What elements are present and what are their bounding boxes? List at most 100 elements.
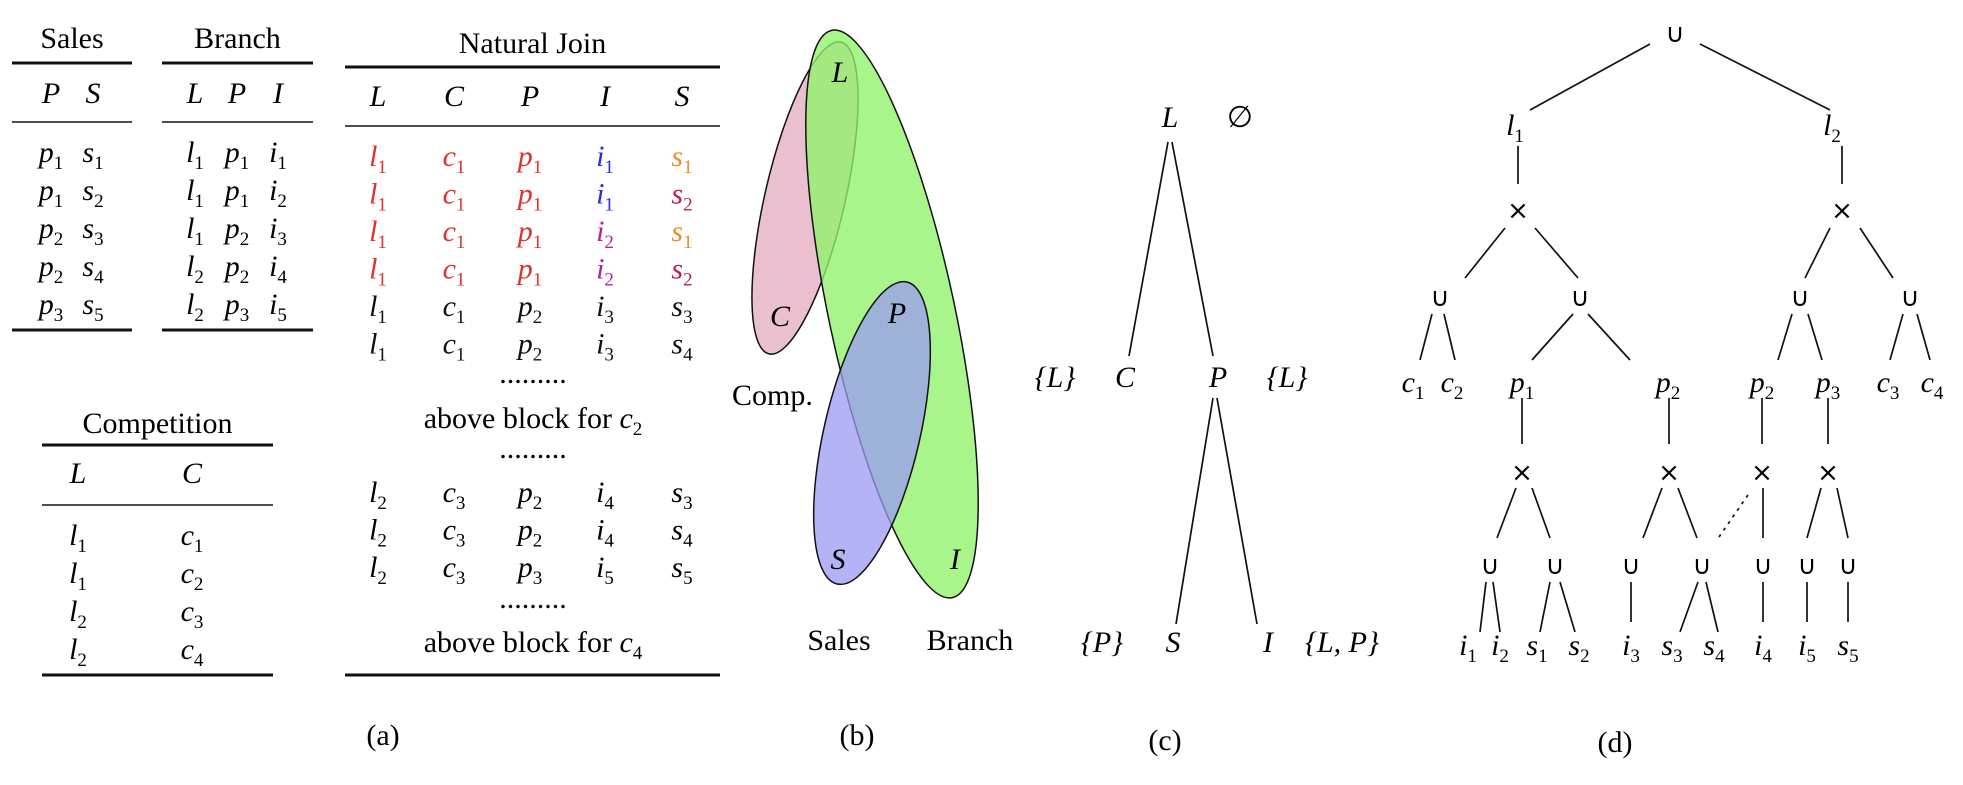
branch-table-cell: l1 (186, 212, 204, 250)
natural-join-cell: l2 (369, 476, 387, 514)
union-i-p1: ∪ (1480, 551, 1499, 581)
sales-table-cell: s5 (82, 288, 103, 326)
leaf-i2: i2 (1491, 629, 1509, 667)
factorisation-edge (1859, 227, 1894, 279)
node-p2: p2 (1654, 366, 1681, 404)
union-i-p2: ∪ (1621, 551, 1640, 581)
node-p2: p2 (1748, 366, 1775, 404)
factorisation-edge (1443, 313, 1456, 361)
competition-table-cell: c4 (181, 633, 204, 671)
tree-root: L (1161, 101, 1179, 134)
natural-join-col-I: I (599, 80, 612, 113)
natural-join-cell: i2 (596, 253, 614, 291)
natural-join-cell: c3 (443, 551, 466, 589)
factorisation-edge (1479, 581, 1487, 633)
branch-table-cell: i3 (269, 212, 287, 250)
natural-join-cell: s1 (671, 140, 692, 178)
natural-join-cell: s4 (671, 514, 693, 552)
natural-join-cell: i2 (596, 215, 614, 253)
factorisation-edge (1531, 487, 1551, 539)
sales-table-title: Sales (40, 22, 103, 55)
branch-table-col-L: L (186, 77, 204, 110)
natural-join-cell: l1 (369, 290, 387, 328)
natural-join-cell: l1 (369, 328, 387, 366)
union-root: ∪ (1665, 19, 1684, 49)
caption-b: (b) (840, 719, 875, 752)
natural-join-cell: p2 (516, 328, 543, 366)
variable-order-tree: L∅C{L}P{L}S{P}I{L, P} (1035, 101, 1379, 659)
factorisation-edge (1699, 43, 1831, 111)
natural-join-cell: c1 (443, 328, 466, 366)
ellipsis-dots: ......... (499, 357, 567, 390)
hypergraph-node-I: I (949, 543, 962, 576)
factorisation-edge (1677, 487, 1698, 539)
sales-table-cell: s3 (82, 212, 103, 250)
factorisation-edge (1492, 581, 1501, 633)
factorisation-edge (1804, 227, 1831, 279)
tree-node-p: P (1208, 361, 1227, 394)
product-l1: × (1507, 196, 1529, 226)
factorisation-edge (1559, 581, 1576, 633)
product-p2: × (1658, 458, 1680, 488)
natural-join-cell: i1 (596, 140, 614, 178)
branch-label: Branch (927, 624, 1014, 657)
natural-join-col-S: S (675, 80, 690, 113)
factorisation-edge (1529, 43, 1651, 111)
hypergraph-node-L: L (831, 56, 849, 89)
hypergraph-node-C: C (770, 300, 791, 333)
factorisation-edge (1836, 487, 1849, 539)
natural-join-cell: i3 (596, 290, 614, 328)
competition-table-cell: l2 (69, 595, 87, 633)
block-note-c2: above block for c2 (424, 402, 643, 440)
natural-join-cell: p1 (516, 140, 543, 178)
branch-table-title: Branch (194, 22, 281, 55)
factorisation-edge (1539, 581, 1551, 633)
natural-join-cell: c3 (443, 476, 466, 514)
factorisation-edge (1642, 487, 1663, 539)
sales-table-col-P: P (41, 77, 60, 110)
branch-table-cell: p1 (223, 174, 250, 212)
branch-table-cell: i1 (269, 136, 287, 174)
caption-b: (b) (840, 719, 875, 752)
natural-join-cell: i5 (596, 551, 614, 589)
natural-join-cell: p1 (516, 215, 543, 253)
node-l2: l2 (1823, 109, 1841, 147)
factorisation-edge (1496, 487, 1517, 539)
dotted-edge (1718, 491, 1751, 538)
union-c-l1: ∪ (1430, 283, 1449, 313)
sales-hyperedge (812, 280, 932, 586)
tree-node-c-set: {L} (1035, 361, 1076, 394)
tree-node-i: I (1262, 626, 1275, 659)
leaf-s2: s2 (1568, 629, 1589, 667)
branch-table-cell: p2 (223, 212, 250, 250)
union-p-l2: ∪ (1790, 283, 1809, 313)
node-l1: l1 (1506, 109, 1524, 147)
competition-table-cell: l2 (69, 633, 87, 671)
natural-join-cell: s1 (671, 215, 692, 253)
tree-edge (1216, 397, 1258, 625)
competition-table-cell: l1 (69, 519, 87, 557)
leaf-c3: c3 (1877, 366, 1900, 404)
tree-edge (1128, 141, 1169, 357)
branch-table-cell: l1 (186, 136, 204, 174)
branch-table-cell: i2 (269, 174, 287, 212)
natural-join-col-C: C (444, 80, 465, 113)
leaf-i5: i5 (1798, 629, 1816, 667)
union-s-p1: ∪ (1545, 551, 1564, 581)
factorisation-edge (1531, 313, 1574, 361)
tree-node-s-set: {P} (1081, 626, 1123, 659)
factorisation-edge (1464, 227, 1506, 279)
factorisation-edge (1679, 581, 1699, 633)
competition-table-title: Competition (83, 407, 233, 440)
sales-table-cell: p2 (37, 250, 64, 288)
branch-table-cell: l2 (186, 288, 204, 326)
natural-join-cell: l2 (369, 551, 387, 589)
sales-table-cell: s1 (82, 136, 103, 174)
natural-join-cell: c1 (443, 215, 466, 253)
union-p-l1: ∪ (1570, 283, 1589, 313)
natural-join-cell: l2 (369, 514, 387, 552)
leaf-i1: i1 (1459, 629, 1477, 667)
